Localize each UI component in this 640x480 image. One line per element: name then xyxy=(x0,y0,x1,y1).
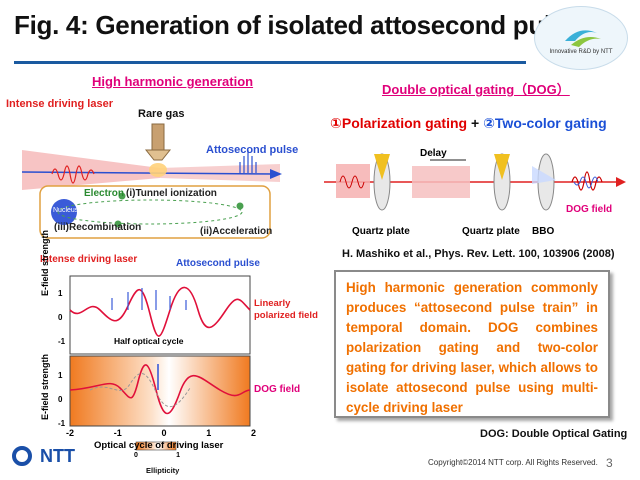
dog-output-wave-2 xyxy=(573,176,599,189)
linear-field-label: Linearly polarized field xyxy=(254,298,318,321)
dog-setup-diagram xyxy=(324,153,626,211)
copyright: Copyright©2014 NTT corp. All Rights Rese… xyxy=(428,458,598,467)
quartz-plate-1-axis xyxy=(374,154,390,180)
bottom-y-ticks: 1 0 -1 xyxy=(58,364,68,436)
logo-swirl-icon xyxy=(565,30,601,47)
top-plot-frame xyxy=(69,275,251,355)
y-tick: 0 xyxy=(58,313,63,322)
nozzle-tip xyxy=(144,149,172,161)
hhg-diagram xyxy=(21,123,282,239)
dog-field-plot-label: DOG field xyxy=(254,384,301,395)
quartz-plate-2-label: Quartz plate xyxy=(462,226,520,237)
plot-driving-laser-label: Intense driving laser xyxy=(40,254,138,265)
attosecond-spikes xyxy=(239,150,257,173)
ntt-logo-icon xyxy=(12,446,32,466)
title-underline xyxy=(14,61,526,64)
rd-logo: Innovative R&D by NTT xyxy=(534,6,628,70)
dog-field-label: DOG field xyxy=(566,204,613,215)
dog-footnote: DOG: Double Optical Gating xyxy=(480,428,628,440)
ellipticity-tick: 0 xyxy=(134,452,138,459)
two-color-gating-label: ②Two-color gating xyxy=(483,115,607,131)
axis-arrow-icon xyxy=(270,169,282,179)
quartz-plate-2-axis xyxy=(494,154,510,180)
nucleus-icon xyxy=(51,199,77,225)
electron-dot xyxy=(236,202,244,210)
ellipticity-tick: 1 xyxy=(176,452,180,459)
dog-output-wave xyxy=(571,171,603,191)
step-recombination: (iii)Recombination xyxy=(54,222,142,233)
input-field-box xyxy=(336,164,370,198)
bbo-axis xyxy=(532,166,556,184)
electron-dot xyxy=(114,220,122,228)
input-wave xyxy=(339,175,365,189)
y-tick: -1 xyxy=(58,419,66,428)
y-tick: 1 xyxy=(58,289,63,298)
delay-box xyxy=(412,166,470,198)
step-acceleration: (ii)Acceleration xyxy=(200,226,273,237)
x-tick-labels: -2 -1 0 1 2 xyxy=(66,428,256,438)
bbo-label: BBO xyxy=(532,226,555,237)
hhg-section-title: High harmonic generation xyxy=(92,74,254,89)
page-number: 3 xyxy=(606,456,613,470)
x-tick: 2 xyxy=(250,428,256,438)
delay-label: Delay xyxy=(420,148,447,159)
mechanism-box xyxy=(39,185,271,239)
summary-text: High harmonic generation commonly produc… xyxy=(346,280,598,415)
dog-field-curve xyxy=(69,364,251,415)
field-plots xyxy=(69,275,251,451)
ellipticity-colorbar xyxy=(135,441,177,451)
y-tick: 0 xyxy=(58,395,63,404)
x-tick: -1 xyxy=(113,428,122,438)
ntt-logo-text: NTT xyxy=(40,446,75,466)
electron-trajectory xyxy=(57,199,243,225)
summary-box: High harmonic generation commonly produc… xyxy=(334,270,610,418)
plot-attosecond-label: Attosecond pulse xyxy=(176,258,260,269)
bottom-ylabel: E-field strength xyxy=(40,353,50,420)
x-tick: 0 xyxy=(161,428,167,438)
beam-arrow-icon xyxy=(616,177,626,187)
ellipticity-label: Ellipticity xyxy=(146,466,180,475)
gas-jet xyxy=(149,163,167,177)
dog-reference-curve xyxy=(89,373,191,407)
driving-laser-label: Intense driving laser xyxy=(6,98,113,110)
top-y-ticks: 1 0 -1 xyxy=(58,282,68,354)
y-tick: -1 xyxy=(58,337,66,346)
nucleus-label: Nucleus xyxy=(53,207,79,214)
gas-nozzle xyxy=(151,123,165,151)
x-tick: 1 xyxy=(206,428,212,438)
electron-dot xyxy=(118,192,126,200)
top-harmonic-train xyxy=(111,288,187,310)
rare-gas-label: Rare gas xyxy=(138,108,185,120)
electron-label: Electron xyxy=(84,188,125,199)
dog-section-title: Double optical gating（DOG） xyxy=(382,82,570,97)
citation: H. Mashiko et al., Phys. Rev. Lett. 100,… xyxy=(342,248,615,260)
x-tick: -2 xyxy=(66,428,75,438)
gating-methods: ①Polarization gating + ②Two-color gating xyxy=(330,115,607,132)
step-tunnel-ionization: (i)Tunnel ionization xyxy=(126,188,217,199)
gating-plus: + xyxy=(467,115,484,131)
polarization-gating-label: ①Polarization gating xyxy=(330,115,468,131)
x-axis-label: Optical cycle of driving laser xyxy=(94,440,224,451)
ellipticity-ticks: 0 1 xyxy=(134,452,180,459)
logo-text: Innovative R&D by NTT xyxy=(549,49,613,55)
attosecond-pulse-label: Attosecond pulse xyxy=(206,144,299,156)
top-ylabel: E-field strength xyxy=(40,229,50,296)
bottom-plot-frame xyxy=(69,355,251,427)
y-tick: 1 xyxy=(58,371,63,380)
quartz-plate-1-label: Quartz plate xyxy=(352,226,410,237)
driving-wave xyxy=(51,165,95,184)
half-cycle-label: Half optical cycle xyxy=(114,336,184,346)
linear-field-curve xyxy=(69,286,251,337)
slide-title: Fig. 4: Generation of isolated attosecon… xyxy=(14,10,580,40)
